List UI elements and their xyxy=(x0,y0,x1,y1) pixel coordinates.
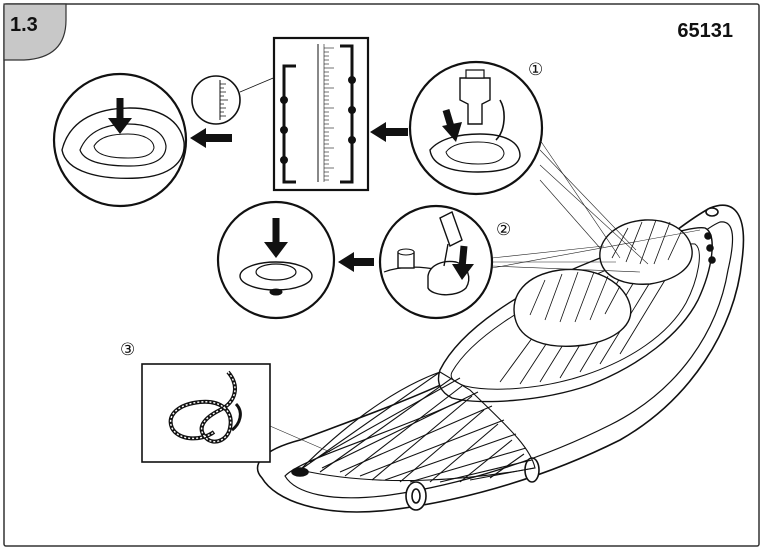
ruler-zoom-circle xyxy=(191,75,279,125)
detail-valve-cap-on xyxy=(216,200,336,320)
arrow-left-icon xyxy=(338,252,354,272)
kayak-illustration xyxy=(256,139,745,513)
step-number: 1.3 xyxy=(10,14,38,36)
marker-1: ① xyxy=(528,60,544,80)
model-number: 65131 xyxy=(677,20,733,42)
detail-rope-knot xyxy=(141,363,271,463)
ruler-gauge-detail xyxy=(272,36,370,192)
step-tab xyxy=(3,3,67,61)
arrow-left-icon xyxy=(370,122,386,142)
marker-2: ② xyxy=(496,220,512,240)
deck-net xyxy=(298,371,536,483)
pump-nozzle-icon xyxy=(459,77,491,125)
marker-3: ③ xyxy=(120,340,136,360)
detail-valve-inflate xyxy=(408,60,544,196)
detail-valve-hose xyxy=(378,204,494,320)
detail-valve-cap-closed xyxy=(52,72,188,208)
